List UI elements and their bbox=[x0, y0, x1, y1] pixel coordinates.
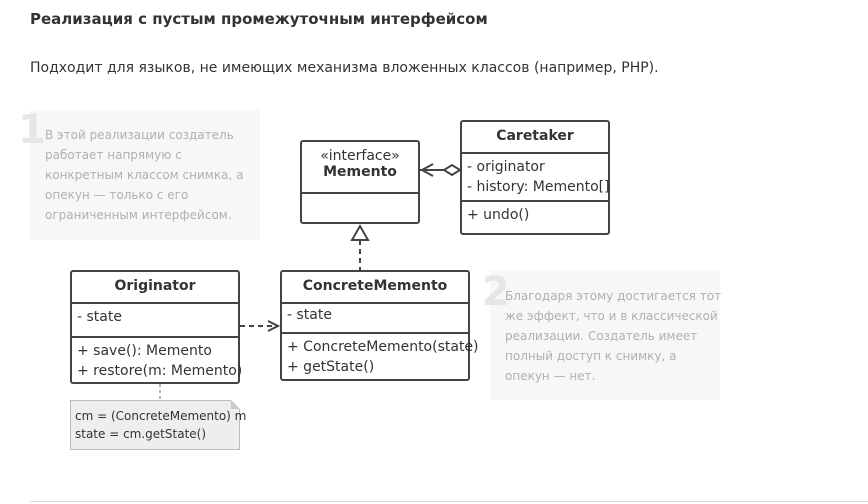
aggregation-diamond bbox=[442, 163, 462, 177]
originator-methods: + save(): Memento + restore(m: Memento) bbox=[72, 338, 243, 384]
page-subtitle: Подходит для языков, не имеющих механизм… bbox=[30, 60, 659, 76]
memento-class: «interface» Memento bbox=[300, 140, 420, 224]
memento-name: Memento bbox=[323, 164, 397, 180]
originator-class: Originator - state + save(): Memento + r… bbox=[70, 270, 243, 384]
memento-stereotype: «interface» bbox=[320, 148, 400, 164]
realization-arrowhead bbox=[350, 223, 370, 241]
method: + undo() bbox=[467, 207, 530, 223]
method: + save(): Memento bbox=[77, 343, 212, 359]
note-1: 1 В этой реализации создатель работает н… bbox=[18, 110, 260, 240]
originator-name: Originator bbox=[72, 272, 238, 304]
note-1-number: 1 bbox=[18, 107, 46, 153]
concrete-memento-methods: + ConcreteMemento(state) + getState() bbox=[282, 334, 479, 380]
field: - state bbox=[77, 309, 122, 325]
note-2: 2 Благодаря этому достигается тот же эфф… bbox=[482, 270, 721, 400]
method: + getState() bbox=[287, 359, 375, 375]
code-line: state = cm.getState() bbox=[75, 427, 207, 441]
method: + ConcreteMemento(state) bbox=[287, 339, 479, 355]
code-note: cm = (ConcreteMemento) m state = cm.getS… bbox=[70, 400, 247, 450]
note-fold-corner bbox=[231, 400, 240, 409]
note-line: опекун — только с его bbox=[45, 188, 189, 202]
caretaker-name: Caretaker bbox=[462, 122, 608, 154]
note-line: В этой реализации создатель bbox=[45, 128, 234, 142]
note-line: Благодаря этому достигается тот bbox=[505, 289, 722, 303]
caretaker-class: Caretaker - originator - history: Mement… bbox=[460, 120, 610, 235]
concrete-memento-name: ConcreteMemento bbox=[282, 272, 468, 304]
caretaker-fields: - originator - history: Memento[] bbox=[462, 154, 610, 202]
note-line: работает напрямую с bbox=[45, 148, 182, 162]
page-title: Реализация с пустым промежуточным интерф… bbox=[30, 10, 488, 28]
bottom-divider bbox=[30, 501, 868, 502]
concrete-memento-fields: - state bbox=[282, 304, 468, 334]
note-line: реализации. Создатель имеет bbox=[505, 329, 698, 343]
field: - history: Memento[] bbox=[467, 179, 610, 195]
note-1-text: В этой реализации создатель работает нап… bbox=[45, 125, 243, 225]
aggregation-arrowhead bbox=[419, 163, 434, 177]
note-line: ограниченным интерфейсом. bbox=[45, 208, 232, 222]
note-2-text: Благодаря этому достигается тот же эффек… bbox=[505, 286, 721, 386]
note-2-number: 2 bbox=[482, 269, 510, 315]
note-line: полный доступ к снимку, а bbox=[505, 349, 677, 363]
concrete-memento-class: ConcreteMemento - state + ConcreteMement… bbox=[280, 270, 479, 381]
dependency-arrowhead bbox=[267, 320, 281, 332]
field: - originator bbox=[467, 159, 545, 175]
method: + restore(m: Memento) bbox=[77, 363, 243, 379]
originator-fields: - state bbox=[72, 304, 238, 338]
caretaker-methods: + undo() bbox=[462, 202, 608, 228]
field: - state bbox=[287, 307, 332, 323]
note-line: конкретным классом снимка, а bbox=[45, 168, 244, 182]
note-line: опекун — нет. bbox=[505, 369, 596, 383]
memento-header: «interface» Memento bbox=[302, 142, 418, 194]
code-line: cm = (ConcreteMemento) m bbox=[75, 409, 247, 423]
note-line: же эффект, что и в классической bbox=[505, 309, 718, 323]
